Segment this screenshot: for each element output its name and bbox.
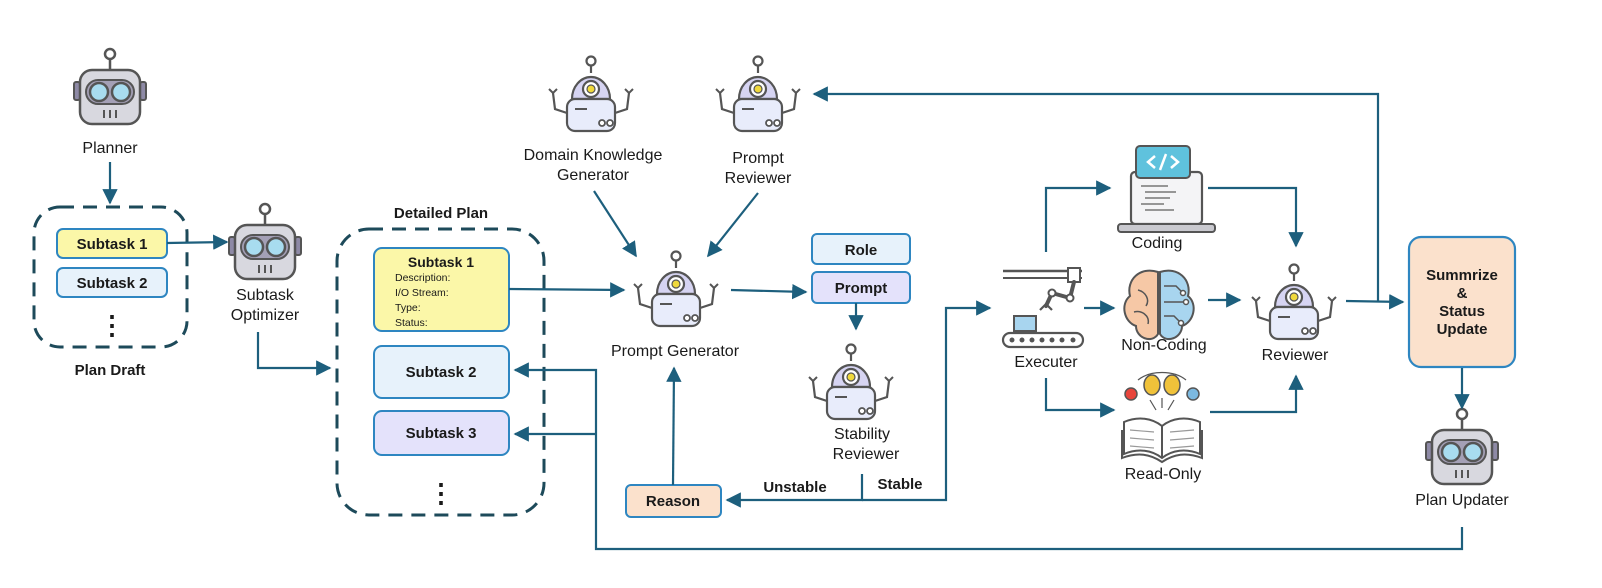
detailed-subtask-2-box	[373, 345, 510, 399]
plan-draft-subtask-1-label: Subtask 1	[77, 236, 148, 253]
arrow-domain-knowledge-to-generator	[593, 190, 637, 258]
arrow-executer-to-coding	[1044, 180, 1112, 252]
role-label: Role	[845, 242, 878, 259]
arrow-coding-to-reviewer	[1208, 186, 1304, 248]
prompt-box	[811, 271, 911, 304]
detailed-plan-title: Detailed Plan	[394, 205, 488, 222]
plan-draft-subtask-1-box	[56, 228, 168, 259]
prompt-reviewer-robot-icon	[714, 55, 802, 133]
detailed-subtask-3-box	[373, 410, 510, 456]
reviewer-label: Reviewer	[1262, 347, 1329, 364]
reason-label: Reason	[646, 493, 700, 510]
detailed-subtask-3-label: Subtask 3	[406, 425, 477, 442]
arrow-subtask1-to-prompt-generator	[508, 282, 626, 298]
executer-label: Executer	[1014, 354, 1078, 371]
plan-updater-label: Plan Updater	[1415, 492, 1509, 509]
read-only-label: Read-Only	[1125, 466, 1201, 483]
domain-knowledge-generator-robot-icon	[547, 55, 635, 133]
stability-reviewer-robot-icon	[807, 343, 895, 421]
domain-knowledge-generator-label-line2: Generator	[557, 167, 630, 184]
plan-draft-title: Plan Draft	[75, 362, 146, 379]
planner-robot-icon	[72, 47, 148, 126]
summary-line-1: Summrize	[1426, 267, 1498, 284]
role-box	[811, 233, 911, 265]
code-laptop-icon	[1117, 145, 1216, 233]
summary-line-2: &	[1457, 285, 1468, 302]
plan-draft-ellipsis: ⋮	[99, 310, 125, 340]
plan-draft-subtask-2-box	[56, 267, 168, 298]
arrow-prompt-reviewer-to-generator	[707, 192, 759, 258]
stability-reviewer-label-line1: Stability	[834, 426, 890, 443]
open-book-icon	[1121, 371, 1203, 464]
prompt-label: Prompt	[835, 280, 888, 297]
arrow-stable-to-executer	[862, 300, 992, 502]
plan-updater-robot-icon	[1424, 407, 1500, 486]
detailed-subtask-1-io-stream-field: I/O Stream:	[395, 287, 449, 299]
summary-line-4: Update	[1437, 321, 1488, 338]
prompt-generator-robot-icon	[632, 250, 720, 328]
subtask-optimizer-label-line2: Optimizer	[231, 307, 300, 324]
prompt-reviewer-label-line2: Reviewer	[725, 170, 792, 187]
summary-line-3: Status	[1439, 303, 1485, 320]
arrow-feedback-to-prompt-reviewer	[812, 86, 1380, 302]
subtask-optimizer-label-line1: Subtask	[236, 287, 295, 304]
detailed-plan-ellipsis: ⋮	[428, 478, 454, 508]
flow-arrows	[102, 86, 1470, 551]
arrow-reason-to-generator	[666, 366, 682, 486]
arrow-read-only-to-reviewer	[1210, 374, 1304, 414]
arrow-draft-to-optimizer	[166, 234, 229, 250]
arrow-optimizer-to-detailed-plan	[256, 332, 332, 376]
planner-label: Planner	[82, 140, 138, 157]
detailed-subtask-1-status-field: Status:	[395, 317, 428, 329]
robotic-arm-conveyor-icon	[1001, 267, 1085, 349]
domain-knowledge-generator-label-line1: Domain Knowledge	[524, 147, 663, 164]
reviewer-robot-icon	[1250, 263, 1338, 341]
plan-draft-subtask-2-label: Subtask 2	[77, 275, 148, 292]
stable-edge-label: Stable	[877, 476, 922, 493]
detailed-subtask-2-label: Subtask 2	[406, 364, 477, 381]
arrow-executer-to-read-only	[1044, 378, 1116, 418]
plan-draft-container	[32, 205, 189, 349]
detailed-subtask-1-title: Subtask 1	[408, 254, 474, 270]
arrow-plan-updater-to-subtask2	[513, 362, 1464, 551]
brain-circuit-icon	[1123, 269, 1195, 341]
arrow-generator-to-role-prompt	[730, 283, 808, 300]
prompt-generator-label: Prompt Generator	[611, 343, 740, 360]
detailed-subtask-1-description-field: Description:	[395, 272, 450, 284]
unstable-edge-label: Unstable	[763, 479, 826, 496]
arrow-reviewer-to-summary	[1345, 294, 1405, 310]
subtask-optimizer-robot-icon	[227, 202, 303, 281]
coding-label: Coding	[1132, 235, 1183, 252]
detailed-plan-container	[335, 227, 546, 517]
detailed-subtask-1-type-field: Type:	[395, 302, 421, 314]
non-coding-label: Non-Coding	[1121, 337, 1206, 354]
summary-status-update-box	[1407, 235, 1517, 369]
prompt-reviewer-label-line1: Prompt	[732, 150, 784, 167]
stability-reviewer-label-line2: Reviewer	[833, 446, 900, 463]
